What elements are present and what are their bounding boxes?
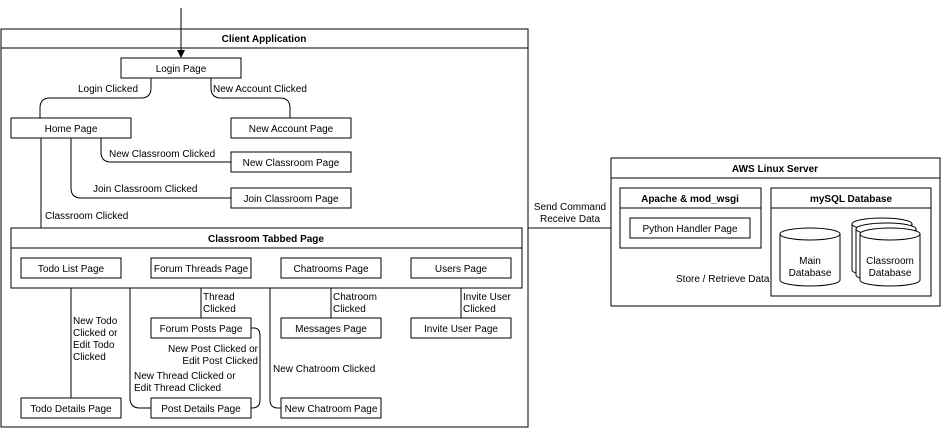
invite-user-page-node: Invite User Page [410, 317, 512, 339]
login-page-label: Login Page [156, 64, 207, 75]
apache-title: Apache & mod_wsgi [641, 194, 739, 205]
edge-label-new-classroom-clicked: New Classroom Clicked [109, 149, 215, 160]
edge-label-chatroom-clicked-line2: Clicked [333, 304, 366, 315]
todo-details-page-node: Todo Details Page [20, 397, 122, 419]
forum-posts-page-label: Forum Posts Page [160, 324, 243, 335]
post-details-page-node: Post Details Page [150, 397, 252, 419]
edge-label-invite-user-clicked-line2: Clicked [463, 304, 496, 315]
todo-list-page-label: Todo List Page [38, 264, 105, 275]
edge-label-new-todo-line2: Clicked or [73, 328, 118, 339]
edge-label-invite-user-clicked-line1: Invite User [463, 292, 511, 303]
edge-label-thread-clicked-line2: Clicked [203, 304, 236, 315]
edge-label-new-thread-line2: Edit Thread Clicked [134, 383, 221, 394]
new-chatroom-page-label: New Chatroom Page [285, 404, 378, 415]
edge-label-login-clicked: Login Clicked [78, 84, 138, 95]
classroom-tabbed-page-title: Classroom Tabbed Page [208, 234, 324, 245]
main-database-label-line2: Database [789, 268, 832, 279]
main-database-label-line1: Main [799, 256, 821, 267]
edge-label-new-todo-line4: Clicked [73, 352, 106, 363]
link-label-send-command: Send Command [534, 202, 606, 213]
chatrooms-page-node: Chatrooms Page [280, 257, 382, 279]
messages-page-node: Messages Page [280, 317, 382, 339]
edge-label-new-account-clicked: New Account Clicked [213, 84, 307, 95]
edge-label-new-todo-line3: Edit Todo [73, 340, 115, 351]
forum-threads-page-node: Forum Threads Page [150, 257, 252, 279]
edge-label-thread-clicked-line1: Thread [203, 292, 235, 303]
python-handler-page-label: Python Handler Page [642, 224, 738, 235]
edge-label-new-post-line1: New Post Clicked or [168, 344, 259, 355]
classroom-database-icon: Classroom Database [851, 217, 921, 287]
users-page-label: Users Page [435, 264, 488, 275]
forum-posts-page-node: Forum Posts Page [150, 317, 252, 339]
python-handler-page-node: Python Handler Page [629, 217, 751, 239]
client-application-title: Client Application [222, 34, 307, 45]
chatrooms-page-label: Chatrooms Page [293, 264, 368, 275]
home-page-node: Home Page [10, 117, 132, 139]
post-details-page-label: Post Details Page [161, 404, 241, 415]
join-classroom-page-label: Join Classroom Page [243, 194, 338, 205]
edge-label-chatroom-clicked-line1: Chatroom [333, 292, 377, 303]
home-page-label: Home Page [45, 124, 98, 135]
aws-linux-server-title: AWS Linux Server [732, 164, 818, 175]
join-classroom-page-node: Join Classroom Page [230, 187, 352, 209]
todo-list-page-node: Todo List Page [20, 257, 122, 279]
new-chatroom-page-node: New Chatroom Page [280, 397, 382, 419]
messages-page-label: Messages Page [295, 324, 367, 335]
edge-label-join-classroom-clicked: Join Classroom Clicked [93, 184, 197, 195]
edge-label-store-retrieve-data: Store / Retrieve Data [676, 274, 770, 285]
edge-label-new-chatroom-clicked: New Chatroom Clicked [273, 364, 375, 375]
invite-user-page-label: Invite User Page [424, 324, 498, 335]
edge-label-classroom-clicked: Classroom Clicked [45, 211, 128, 222]
new-classroom-page-node: New Classroom Page [230, 151, 352, 173]
new-account-page-label: New Account Page [249, 124, 334, 135]
classroom-database-label-line1: Classroom [866, 256, 914, 267]
forum-threads-page-label: Forum Threads Page [154, 264, 249, 275]
edge-label-new-todo-line1: New Todo [73, 316, 118, 327]
mysql-database-title: mySQL Database [810, 194, 893, 205]
classroom-database-label-line2: Database [869, 268, 912, 279]
new-classroom-page-label: New Classroom Page [243, 158, 340, 169]
new-account-page-node: New Account Page [230, 117, 352, 139]
edge-label-new-thread-line1: New Thread Clicked or [134, 371, 236, 382]
login-page-node: Login Page [120, 57, 242, 79]
users-page-node: Users Page [410, 257, 512, 279]
link-label-receive-data: Receive Data [540, 214, 600, 225]
main-database-icon: Main Database [779, 227, 841, 287]
edge-label-new-post-line2: Edit Post Clicked [182, 356, 258, 367]
todo-details-page-label: Todo Details Page [30, 404, 112, 415]
